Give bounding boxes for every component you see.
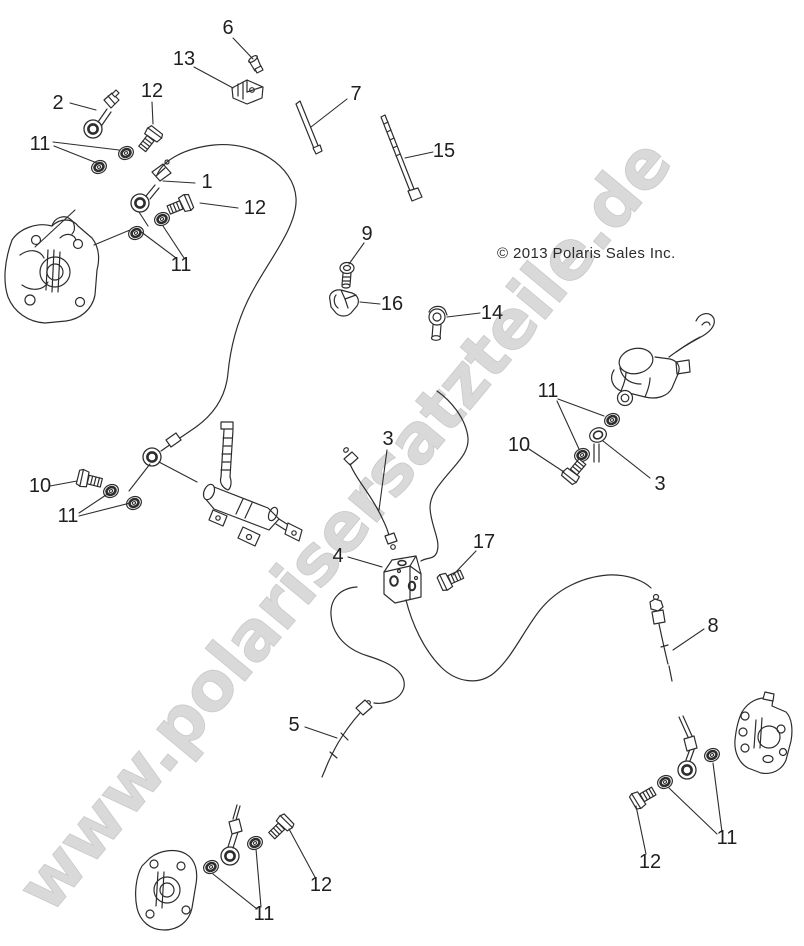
washer bbox=[151, 208, 173, 230]
callout-1: 1 bbox=[201, 171, 212, 193]
callout-16: 16 bbox=[381, 293, 403, 315]
brake-hose-3 bbox=[343, 447, 398, 550]
callout-15: 15 bbox=[433, 140, 455, 162]
callout-2: 2 bbox=[52, 92, 63, 114]
front-caliper bbox=[4, 216, 100, 324]
callout-12-rear: 12 bbox=[639, 851, 661, 873]
callout-17: 17 bbox=[473, 531, 495, 553]
callout-11-rear: 11 bbox=[717, 827, 738, 849]
bottom-banjo-fitting bbox=[219, 804, 243, 867]
flange-bolt-17 bbox=[435, 565, 467, 593]
pin-7 bbox=[295, 100, 323, 155]
brake-hose-5 bbox=[321, 699, 373, 778]
washer bbox=[123, 492, 145, 514]
callout-11-bottom: 11 bbox=[254, 903, 275, 925]
callout-11-mc: 11 bbox=[58, 505, 79, 527]
callout-3-center: 3 bbox=[382, 428, 393, 450]
rear-caliper-bracket bbox=[734, 691, 793, 775]
callout-labels: 6 13 2 12 11 7 15 1 12 11 9 16 14 11 10 … bbox=[29, 17, 738, 925]
callout-10-mc: 10 bbox=[29, 475, 51, 497]
callout-13: 13 bbox=[173, 48, 195, 70]
flange-bolt-12-bottom bbox=[265, 812, 296, 843]
bottom-caliper bbox=[135, 849, 198, 931]
brake-line-rear bbox=[405, 574, 652, 682]
callout-14: 14 bbox=[481, 302, 503, 324]
flange-bolt-12-front-lower bbox=[164, 192, 195, 219]
diagram-line-art bbox=[4, 37, 793, 931]
washer bbox=[654, 771, 676, 793]
callout-12-front-lower: 12 bbox=[244, 197, 266, 219]
brake-hose-2 bbox=[82, 89, 120, 140]
callout-4: 4 bbox=[332, 545, 343, 567]
callout-5: 5 bbox=[288, 714, 299, 736]
callout-12-front-upper: 12 bbox=[141, 80, 163, 102]
washer bbox=[100, 480, 122, 502]
brake-hose-8 bbox=[649, 593, 673, 682]
junction-block bbox=[383, 555, 422, 604]
foot-master-cylinder bbox=[202, 421, 303, 547]
brake-hose-1 bbox=[129, 144, 297, 452]
flange-bolt-12-rear bbox=[628, 782, 659, 812]
flange-bolt-10-mc bbox=[75, 468, 104, 492]
long-bolt-15 bbox=[380, 114, 423, 202]
clamp-16 bbox=[329, 289, 359, 317]
callout-8: 8 bbox=[707, 615, 718, 637]
washer bbox=[701, 744, 723, 766]
flange-bolt-12-front-upper bbox=[134, 124, 165, 155]
callout-6: 6 bbox=[222, 17, 233, 39]
hose-guide-13 bbox=[231, 79, 264, 105]
brake-line-middle bbox=[420, 390, 469, 562]
brake-line-lower-left bbox=[330, 586, 405, 704]
callout-7: 7 bbox=[350, 83, 361, 105]
washer bbox=[200, 856, 222, 878]
rear-banjo-fitting bbox=[676, 715, 698, 781]
copyright-notice: © 2013 Polaris Sales Inc. bbox=[497, 245, 676, 262]
lever-washers bbox=[571, 409, 623, 466]
callout-3-lever: 3 bbox=[654, 473, 665, 495]
screw-6 bbox=[248, 55, 264, 74]
callout-11-lever: 11 bbox=[538, 380, 559, 402]
brake-lever-master-cylinder bbox=[611, 313, 715, 407]
callout-11-front-upper: 11 bbox=[30, 133, 51, 155]
washer bbox=[244, 832, 266, 854]
mc-banjo-fitting bbox=[141, 446, 163, 468]
callout-9: 9 bbox=[361, 223, 372, 245]
callout-12-bottom: 12 bbox=[310, 874, 332, 896]
callout-10-lever: 10 bbox=[508, 434, 530, 456]
leader-lines bbox=[34, 37, 723, 910]
washer bbox=[115, 142, 137, 164]
callout-11-front-lower: 11 bbox=[171, 254, 192, 276]
clamp-14 bbox=[428, 305, 448, 341]
screw-9 bbox=[339, 261, 355, 289]
